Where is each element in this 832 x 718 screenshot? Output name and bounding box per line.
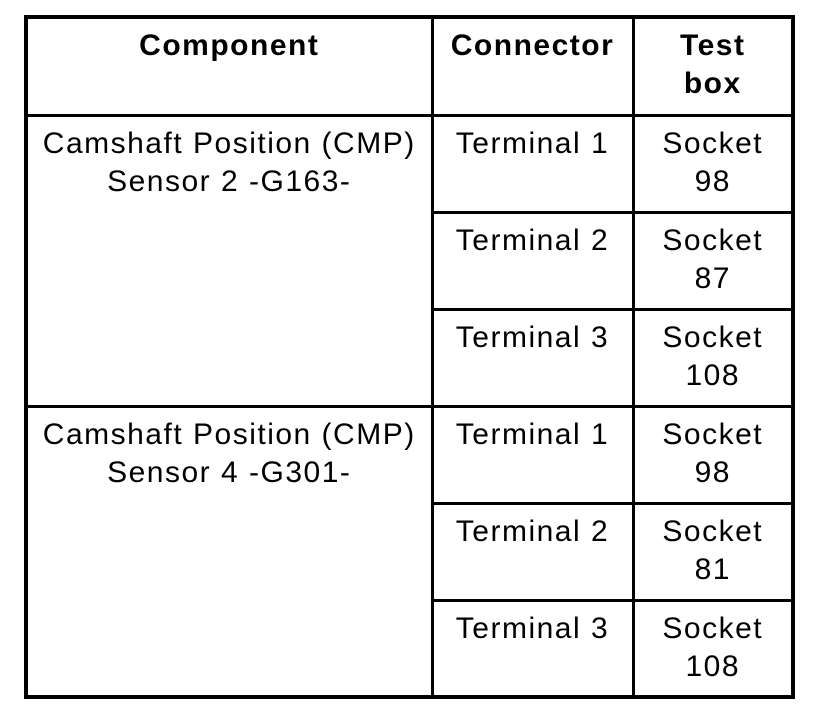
test-box-cell: Socket 81 bbox=[631, 501, 795, 602]
test-box-cell: Socket 108 bbox=[631, 307, 795, 408]
test-box-cell: Socket 98 bbox=[631, 113, 795, 214]
column-header-test-box: Test box bbox=[631, 15, 795, 117]
table-row: Camshaft Position (CMP) Sensor 4 -G301- … bbox=[24, 404, 795, 699]
terminal-assignment-table: Component Connector Test box Camshaft Po… bbox=[24, 15, 795, 699]
test-box-cell: Socket 108 bbox=[631, 598, 795, 699]
table-header-row: Component Connector Test box bbox=[24, 15, 795, 117]
table-row: Terminal 2 Socket 81 bbox=[26, 501, 795, 602]
connector-cell: Terminal 2 bbox=[430, 210, 635, 311]
connector-cell: Terminal 2 bbox=[430, 501, 635, 602]
table-row: Terminal 3 Socket 108 bbox=[26, 598, 795, 699]
component-cell-sensor4-g301: Camshaft Position (CMP) Sensor 4 -G301- bbox=[24, 404, 434, 699]
component-cell-sensor2-g163: Camshaft Position (CMP) Sensor 2 -G163- bbox=[24, 113, 434, 408]
test-box-cell: Socket 98 bbox=[631, 404, 795, 505]
table-row: Terminal 2 Socket 87 bbox=[26, 210, 795, 311]
connector-cell: Terminal 1 bbox=[430, 404, 635, 505]
connector-cell: Terminal 1 bbox=[430, 113, 635, 214]
column-header-connector: Connector bbox=[430, 15, 635, 117]
table-row: Terminal 3 Socket 108 bbox=[26, 307, 795, 408]
connector-cell: Terminal 3 bbox=[430, 307, 635, 408]
table-row: Camshaft Position (CMP) Sensor 2 -G163- … bbox=[24, 113, 795, 408]
connector-cell: Terminal 3 bbox=[430, 598, 635, 699]
column-header-component: Component bbox=[24, 15, 434, 117]
test-box-cell: Socket 87 bbox=[631, 210, 795, 311]
